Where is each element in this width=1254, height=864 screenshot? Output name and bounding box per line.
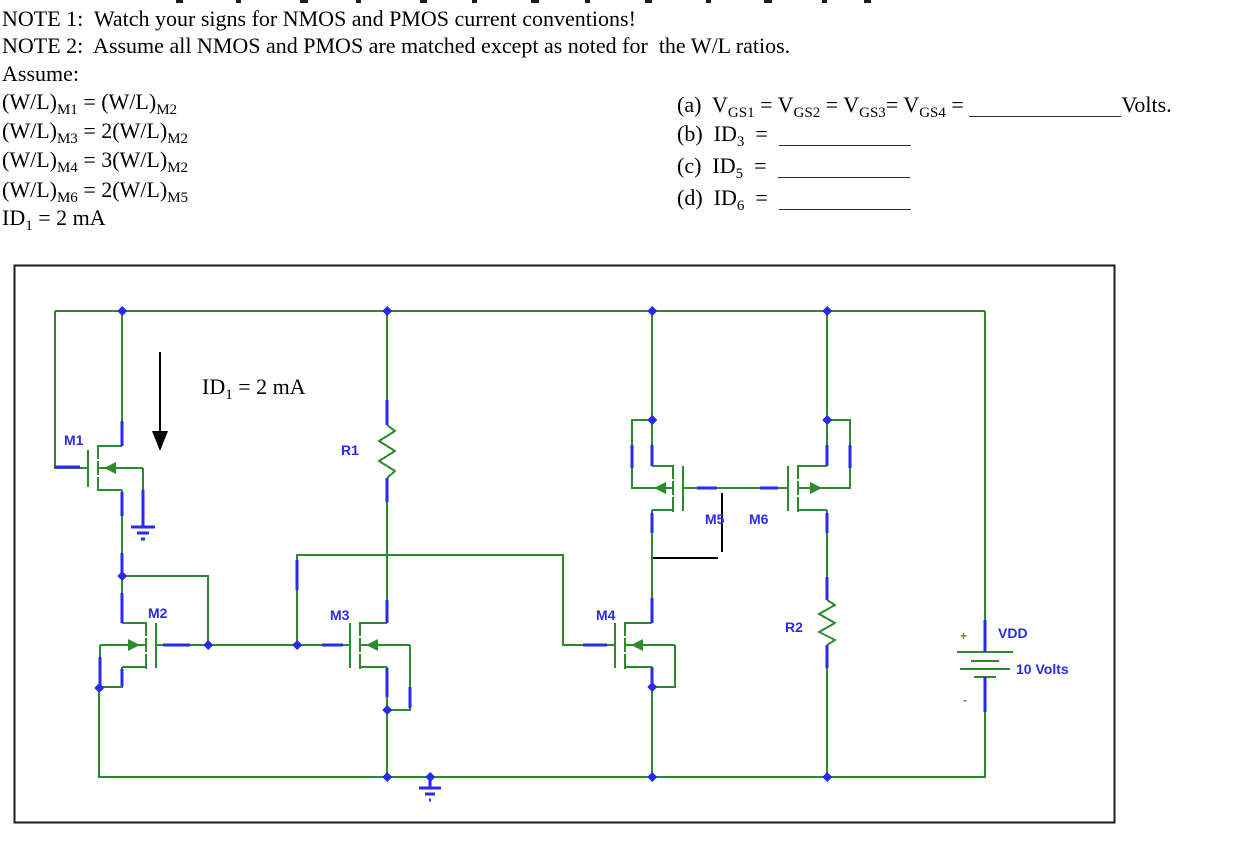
transistor-m6 — [787, 465, 850, 512]
label-m3: M3 — [330, 607, 350, 623]
label-vdd: VDD — [998, 625, 1028, 641]
m3-nmos-arrow-icon — [366, 639, 378, 651]
label-m5: M5 — [705, 511, 725, 527]
m5-pmos-arrow-icon — [654, 482, 666, 494]
assume-label: Assume: — [2, 61, 79, 86]
id1-current-annotation: ID1 = 2 mA — [202, 374, 306, 403]
transistor-m5 — [632, 465, 684, 512]
wire-m6-bulk-loop — [798, 419, 851, 489]
ground-symbol-m1 — [131, 525, 155, 541]
m1-nmos-arrow-icon — [104, 462, 116, 474]
m4-nmos-arrow-icon — [631, 639, 643, 651]
m6-pmos-arrow-icon — [810, 482, 822, 494]
wire-m3-bulk-loop — [387, 645, 411, 711]
note-2: NOTE 2: Assume all NMOS and PMOS are mat… — [2, 33, 791, 58]
wire-bottom-rail — [98, 687, 986, 778]
note-1: NOTE 1: Watch your signs for NMOS and PM… — [2, 6, 636, 31]
id1-current-arrow-icon — [152, 352, 168, 451]
question-a: (a) VGS1 = VGS2 = VGS3= VGS4 = Volts. — [677, 92, 1172, 121]
wire-node-to-gate-bus — [122, 575, 209, 645]
battery-plates — [957, 651, 1013, 678]
transistor-m1 — [87, 445, 143, 491]
schematic-border — [13, 264, 1116, 824]
label-m2: M2 — [148, 605, 168, 621]
transistor-m3 — [349, 622, 410, 669]
question-b: (b) ID3 = — [677, 121, 911, 155]
label-m4: M4 — [596, 607, 616, 623]
resistor-r1-zigzag — [377, 424, 397, 479]
transistor-m4 — [614, 622, 675, 669]
battery-plus-mark: + — [960, 629, 967, 643]
wire-m4-bulk-loop — [652, 645, 676, 688]
wire-m2-source-loop — [99, 667, 123, 688]
assumption-wl-m1: (W/L)M1 = (W/L)M2 — [2, 89, 178, 118]
label-r2: R2 — [785, 619, 803, 635]
assumption-id1: ID1 = 2 mA — [2, 205, 106, 234]
label-m6: M6 — [749, 511, 769, 527]
assumption-wl-m6: (W/L)M6 = 2(W/L)M5 — [2, 177, 189, 206]
assumption-wl-m3: (W/L)M3 = 2(W/L)M2 — [2, 118, 189, 147]
gate-node-annotation-lines — [653, 493, 724, 560]
question-c: (c) ID5 = — [677, 153, 910, 187]
resistor-r2-zigzag — [816, 599, 838, 646]
net-highlight-segments — [55, 400, 987, 712]
m2-nmos-arrow-icon — [128, 639, 140, 651]
transistor-m2 — [100, 622, 157, 669]
battery-minus-mark: - — [963, 693, 967, 707]
label-r1: R1 — [341, 442, 359, 458]
wire-bus-to-m4-gate — [296, 554, 615, 646]
question-d: (d) ID6 = — [677, 185, 911, 219]
label-m1: M1 — [64, 432, 84, 448]
label-supply-value: 10 Volts — [1016, 661, 1069, 677]
assumption-wl-m4: (W/L)M4 = 3(W/L)M2 — [2, 147, 189, 176]
